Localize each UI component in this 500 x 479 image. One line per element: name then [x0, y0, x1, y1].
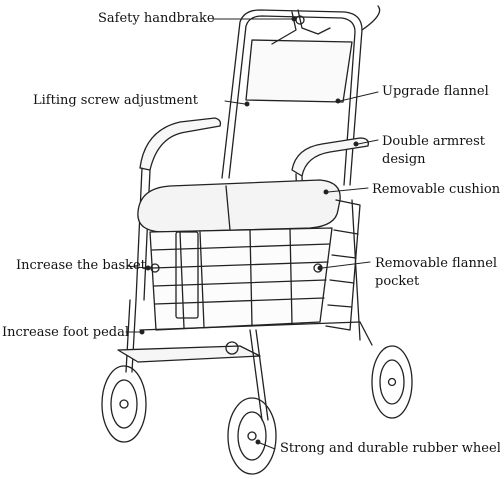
label-removable-pocket: Removable flannel — [375, 256, 498, 271]
label-removable-pocket-2: pocket — [375, 274, 420, 289]
wheels — [101, 345, 413, 475]
basket — [149, 227, 333, 331]
label-increase-basket: Increase the basket — [16, 258, 146, 273]
lower-frame — [117, 299, 373, 421]
label-upgrade-flannel: Upgrade flannel — [382, 84, 489, 99]
label-increase-pedal: Increase foot pedal — [2, 325, 130, 340]
label-removable-cushion: Removable cushion — [372, 182, 500, 197]
label-double-armrest: Double armrest — [382, 134, 486, 149]
seat-cushion — [137, 179, 341, 233]
label-double-armrest-design: design — [382, 152, 426, 167]
leader-lines — [125, 16, 379, 450]
label-rubber-wheels: Strong and durable rubber wheels — [280, 441, 500, 456]
label-safety-handbrake: Safety handbrake — [98, 11, 215, 26]
backrest-frame — [221, 9, 363, 186]
side-rack — [325, 199, 361, 341]
label-lifting-screw: Lifting screw adjustment — [33, 93, 198, 108]
